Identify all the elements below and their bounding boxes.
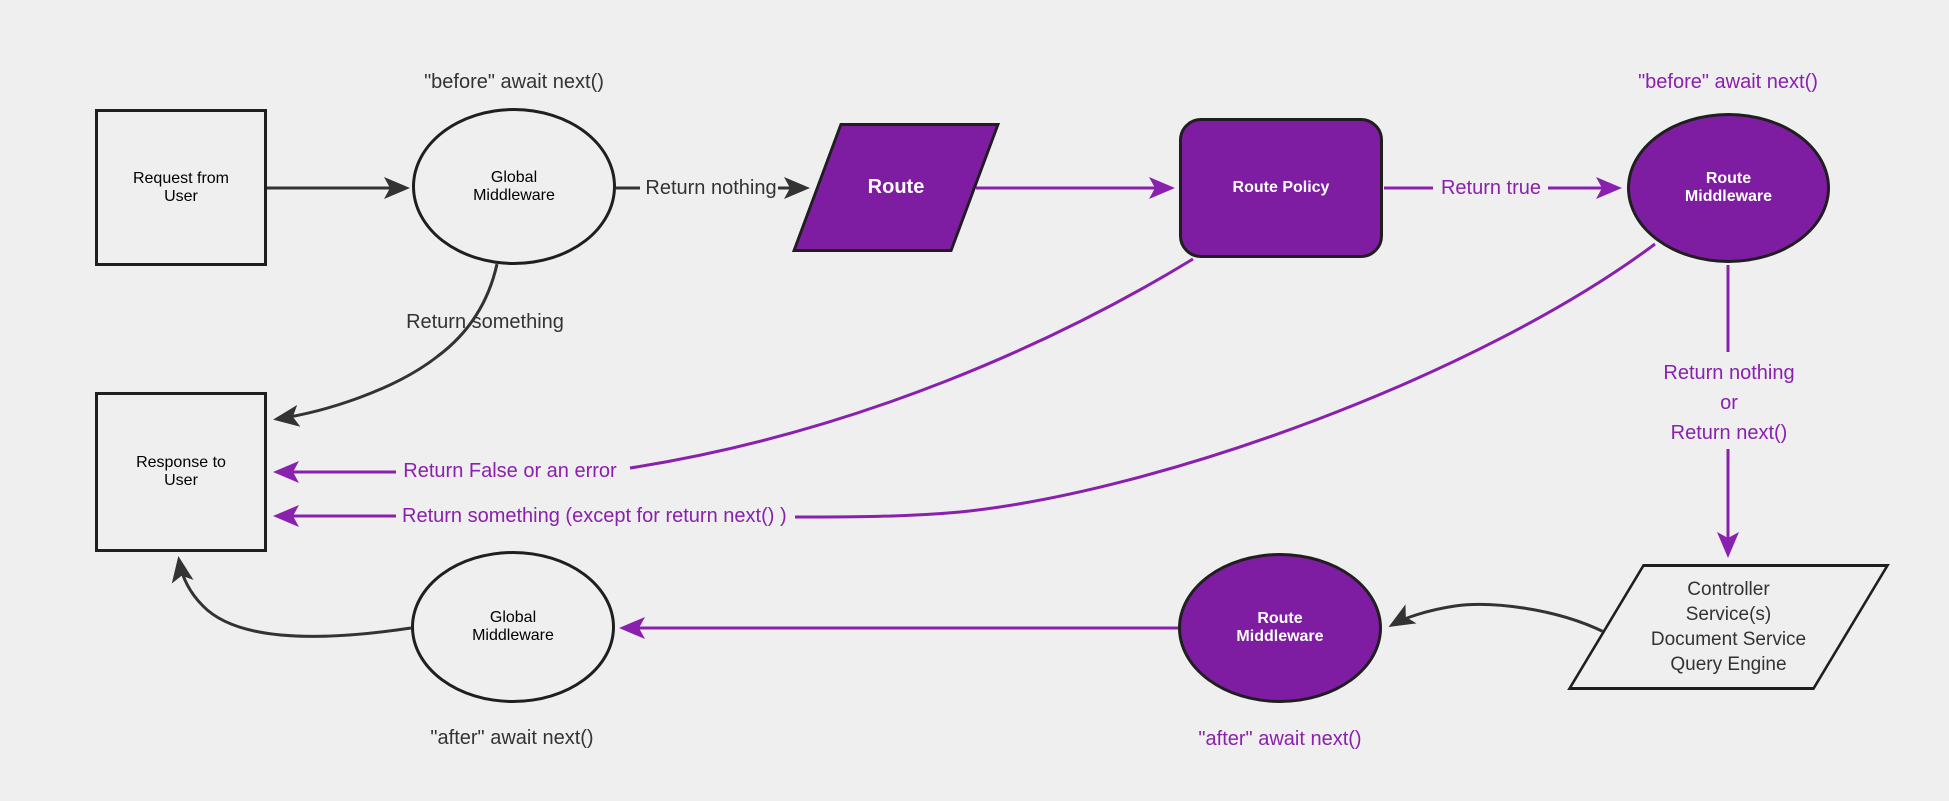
node-route-policy: Route Policy (1179, 118, 1383, 258)
edge-label-return-true: Return true (1440, 177, 1542, 199)
edge-label-return-nothing-or-next: Return nothing or Return next() (1663, 362, 1795, 444)
edge-label-after-await-next-purple: "after" await next() (1198, 728, 1362, 750)
node-route-middleware-top: Route Middleware (1627, 113, 1830, 263)
node-request-from-user-label: Request from User (132, 169, 230, 205)
edge-global-middleware-return-something-to-response (273, 263, 499, 427)
edge-route-middleware-return-something-curve (794, 242, 1656, 519)
node-global-middleware-top: Global Middleware (412, 108, 616, 265)
node-route-middleware-bottom-label: Route Middleware (1236, 610, 1324, 645)
node-global-middleware-bottom: Global Middleware (411, 551, 615, 703)
edge-label-before-await-next-top: "before" await next() (424, 71, 604, 93)
edge-label-return-nothing: Return nothing (645, 177, 777, 199)
node-response-to-user-label: Response to User (136, 454, 226, 489)
edge-controller-to-route-middleware-bottom (1388, 603, 1605, 634)
node-response-to-user: Response to User (95, 392, 267, 552)
edge-label-after-await-next-black: "after" await next() (430, 727, 594, 749)
node-global-middleware-top-label: Global Middleware (473, 168, 555, 204)
edge-label-before-await-next-right: "before" await next() (1638, 71, 1818, 93)
node-request-from-user: Request from User (95, 109, 267, 266)
edge-label-return-something: Return something (406, 311, 564, 333)
node-global-middleware-bottom-label: Global Middleware (472, 609, 554, 644)
node-route-middleware-bottom: Route Middleware (1178, 553, 1382, 703)
edge-global-middleware-bottom-to-response (171, 556, 412, 638)
node-route-policy-label: Route Policy (1232, 179, 1330, 196)
edge-label-return-false-or-error: Return False or an error (403, 460, 617, 482)
edge-label-return-something-except: Return something (except for return next… (402, 505, 787, 527)
edge-route-policy-return-false-curve (629, 257, 1194, 470)
node-route-middleware-top-label: Route Middleware (1684, 170, 1773, 205)
